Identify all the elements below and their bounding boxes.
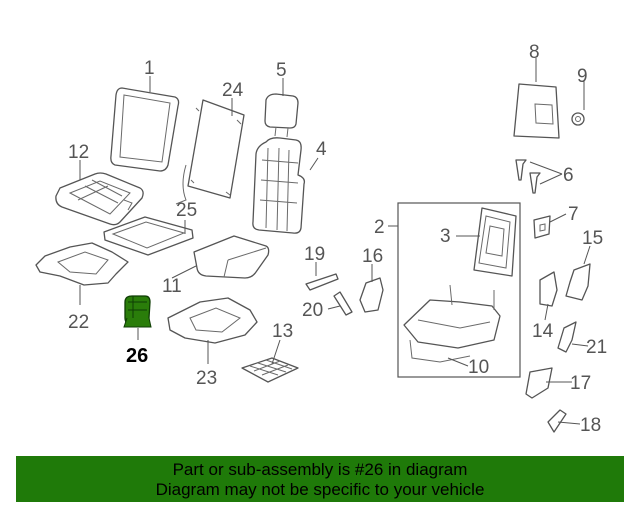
part-7-clip xyxy=(533,215,551,239)
callout-labels: 1 2 3 4 5 6 7 8 9 10 11 12 13 14 15 16 1… xyxy=(68,42,607,436)
part-25-seat-pad xyxy=(103,216,194,256)
callout-8: 8 xyxy=(529,42,540,63)
part-2-assembly-box xyxy=(397,202,521,378)
part-12-seat-cushion xyxy=(55,172,144,226)
part-4-seat-back-trim xyxy=(252,137,306,234)
callout-16: 16 xyxy=(362,246,383,267)
part-26-highlighted-bracket xyxy=(123,295,152,328)
callout-1: 1 xyxy=(144,58,155,79)
part-10-seat-frame xyxy=(403,284,501,363)
callout-3: 3 xyxy=(440,226,451,247)
callout-4: 4 xyxy=(316,139,327,160)
info-banner: Part or sub-assembly is #26 in diagram D… xyxy=(16,456,624,502)
part-20-pin xyxy=(333,291,353,316)
callout-20: 20 xyxy=(302,300,323,321)
callout-6: 6 xyxy=(563,165,574,186)
callout-26-highlighted: 26 xyxy=(126,345,148,367)
part-8-plate xyxy=(513,83,560,139)
leader-lines xyxy=(79,58,591,425)
part-9-nut xyxy=(571,112,585,126)
callout-2: 2 xyxy=(374,217,385,238)
callout-12: 12 xyxy=(68,142,89,163)
callout-7: 7 xyxy=(568,204,579,225)
part-18-strip xyxy=(547,409,567,433)
part-16-hinge-cover xyxy=(359,277,384,313)
part-13-mesh xyxy=(241,357,299,383)
part-14-bracket xyxy=(539,271,558,307)
callout-18: 18 xyxy=(580,415,601,436)
callout-21: 21 xyxy=(586,337,607,358)
callout-25: 25 xyxy=(176,200,197,221)
callout-19: 19 xyxy=(304,244,325,265)
callout-22: 22 xyxy=(68,312,89,333)
part-22-lower-pan xyxy=(35,242,129,286)
callout-5: 5 xyxy=(276,60,287,81)
part-23-seat-frame xyxy=(167,297,258,344)
part-5-headrest xyxy=(264,93,299,138)
callout-9: 9 xyxy=(577,66,588,87)
callout-17: 17 xyxy=(570,373,591,394)
callout-23: 23 xyxy=(196,368,217,389)
part-19-rod xyxy=(305,273,339,291)
parts-diagram: 1 2 3 4 5 6 7 8 9 10 11 12 13 14 15 16 1… xyxy=(35,42,607,436)
callout-11: 11 xyxy=(162,276,182,297)
callout-15: 15 xyxy=(582,228,603,249)
part-24-back-panel xyxy=(175,99,245,205)
callout-13: 13 xyxy=(272,321,293,342)
callout-24: 24 xyxy=(222,80,244,101)
part-3-back-frame xyxy=(473,207,517,277)
callout-14: 14 xyxy=(532,321,554,342)
part-1-seat-back xyxy=(110,87,180,172)
part-6-bolts xyxy=(515,159,541,194)
part-17-cover xyxy=(525,367,553,399)
banner-line-2: Diagram may not be specific to your vehi… xyxy=(155,480,485,499)
part-21-latch xyxy=(557,321,577,353)
part-11-cushion xyxy=(193,235,270,279)
callout-10: 10 xyxy=(468,357,489,378)
banner-line-1: Part or sub-assembly is #26 in diagram xyxy=(172,460,468,479)
part-15-hinge xyxy=(565,263,591,301)
